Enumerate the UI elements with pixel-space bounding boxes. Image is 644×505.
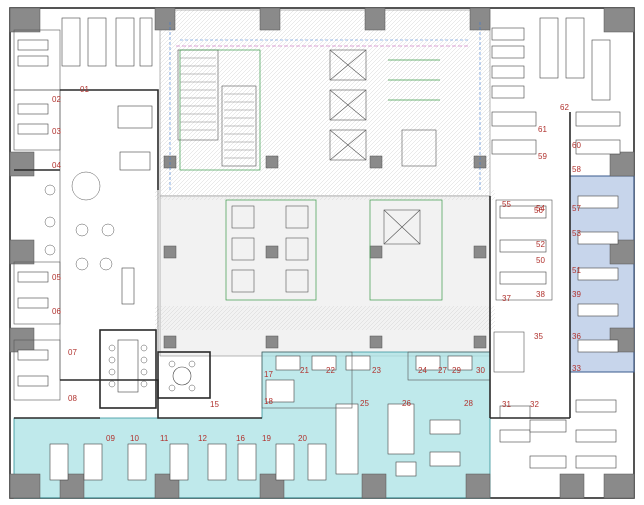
room-label: 19 (262, 434, 271, 443)
partition-walls (14, 89, 571, 419)
room-label: 57 (572, 204, 581, 213)
left-perimeter-offices (13, 29, 61, 401)
room-label: 01 (80, 85, 89, 94)
room-label: 11 (160, 434, 169, 443)
room-label: 62 (560, 103, 569, 112)
room-label: 09 (106, 434, 115, 443)
room-label: 06 (52, 307, 61, 316)
room-label: 15 (210, 400, 219, 409)
top-right-workstations (491, 17, 611, 101)
room-label: 33 (572, 364, 581, 373)
room-label: 12 (198, 434, 207, 443)
room-label: 03 (52, 127, 61, 136)
room-labels: 01 02 03 04 05 06 07 08 09 10 11 12 16 1… (52, 85, 581, 443)
room-label: 55 (502, 200, 511, 209)
room-label: 24 (418, 366, 427, 375)
room-label: 38 (536, 290, 545, 299)
room-label: 05 (52, 273, 61, 282)
meeting-room[interactable] (157, 351, 211, 399)
room-label: 59 (538, 152, 547, 161)
room-label: 28 (464, 399, 473, 408)
teal-zone-workstations (49, 351, 491, 481)
room-label: 25 (360, 399, 369, 408)
central-core (155, 9, 495, 357)
room-label: 29 (452, 366, 461, 375)
room-label: 53 (572, 229, 581, 238)
restroom-stalls (231, 205, 421, 293)
room-label: 39 (572, 290, 581, 299)
room-label: 31 (502, 400, 511, 409)
room-label: 35 (534, 332, 543, 341)
room-label: 16 (236, 434, 245, 443)
structural-columns (9, 7, 635, 499)
interior-columns (163, 155, 487, 349)
room-label: 26 (402, 399, 411, 408)
room-label: 23 (372, 366, 381, 375)
right-workstations (491, 111, 621, 469)
room-label: 36 (572, 332, 581, 341)
room-label: 56 (534, 206, 543, 215)
room-label: 30 (476, 366, 485, 375)
room-label: 37 (502, 294, 511, 303)
duct-run-blue (169, 22, 481, 190)
elevator-bank (329, 49, 437, 167)
room-label: 02 (52, 95, 61, 104)
lounge-area (44, 89, 159, 381)
room-label: 54 (536, 204, 545, 213)
room-label: 17 (264, 370, 273, 379)
stairwell-left (177, 49, 257, 167)
top-left-workstations (61, 17, 153, 67)
room-label: 50 (536, 256, 545, 265)
restroom-outlines (179, 49, 443, 301)
room-label: 32 (530, 400, 539, 409)
room-label: 52 (536, 240, 545, 249)
room-label: 22 (326, 366, 335, 375)
room-label: 21 (300, 366, 309, 375)
room-label: 61 (538, 125, 547, 134)
conference-room[interactable] (99, 329, 157, 409)
room-label: 07 (68, 348, 77, 357)
room-label: 08 (68, 394, 77, 403)
room-label: 20 (298, 434, 307, 443)
room-label: 10 (130, 434, 139, 443)
room-label: 58 (572, 165, 581, 174)
room-label: 04 (52, 161, 61, 170)
room-label: 60 (572, 141, 581, 150)
room-label: 18 (264, 397, 273, 406)
room-label: 51 (572, 266, 581, 275)
room-label: 27 (438, 366, 447, 375)
